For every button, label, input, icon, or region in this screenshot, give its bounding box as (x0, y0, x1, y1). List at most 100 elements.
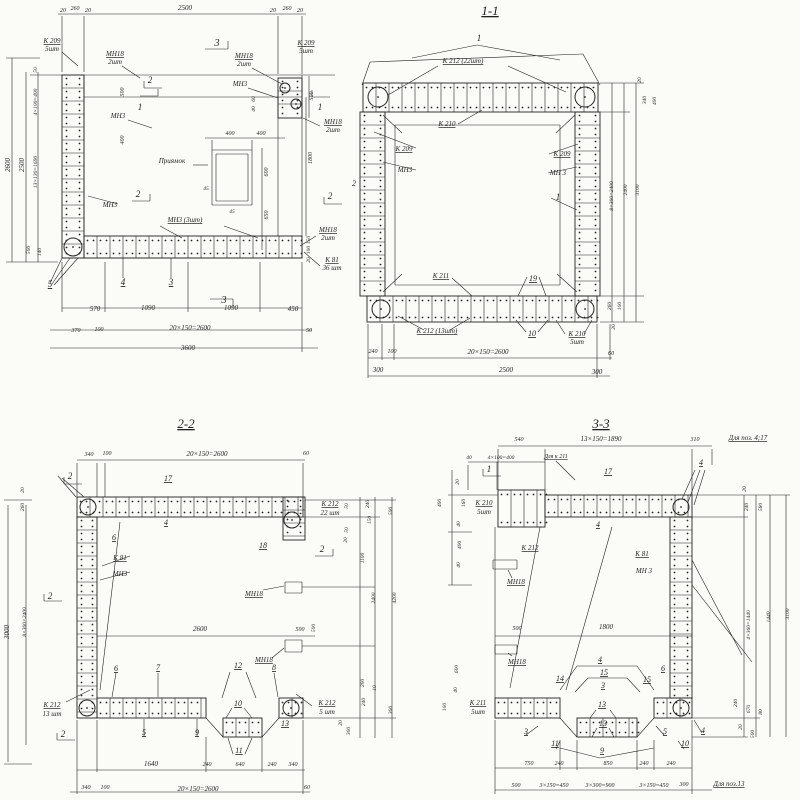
rebar-dot (529, 712, 532, 715)
rebar-dot (686, 519, 689, 522)
rebar-dot (547, 106, 550, 109)
dim-label: 20 (306, 257, 312, 263)
rebar-dot (99, 252, 102, 255)
dim-label: 36 шт (321, 264, 341, 272)
rebar-dot (486, 299, 489, 302)
callout: 8 (272, 663, 276, 672)
callout: 17 (164, 474, 173, 483)
rebar-dot (503, 712, 506, 715)
rebar-dot (80, 707, 83, 710)
rebar-mark: К 211 (469, 699, 486, 707)
rebar-dot (573, 106, 576, 109)
rebar-dot (513, 493, 516, 496)
stirrup-band (494, 697, 561, 719)
rebar-dot (625, 498, 628, 501)
callout: 4 (164, 518, 168, 527)
section-marker: 3 (214, 38, 220, 49)
rebar-dot (557, 316, 560, 319)
rebar-dot (111, 500, 114, 503)
rebar-dot (78, 174, 81, 177)
rebar-dot (673, 603, 676, 606)
rebar-dot (363, 289, 366, 292)
rebar-dot (144, 252, 147, 255)
rebar-dot (222, 252, 225, 255)
rebar-dot (281, 86, 284, 89)
callout: 9 (195, 728, 199, 737)
rebar-dot (673, 564, 676, 567)
rebar-mark: МН18 (105, 50, 124, 58)
rebar-mark: МН18 (234, 52, 253, 60)
rebar-dot (242, 239, 245, 242)
rebar-dot (80, 642, 83, 645)
rebar-dot (85, 511, 88, 514)
rebar-dot (540, 106, 543, 109)
dim-label: 260 (283, 6, 292, 12)
rebar-dot (379, 192, 382, 195)
dim-label: 20 (338, 720, 344, 726)
rebar-dot (363, 276, 366, 279)
rebar-dot (475, 106, 478, 109)
rebar-dot (296, 86, 299, 89)
callout: 9 (600, 746, 604, 755)
rebar-mark: К 211 (432, 272, 449, 280)
drawing-line (691, 584, 753, 663)
rebar-dot (519, 493, 522, 496)
rebar-dot (379, 250, 382, 253)
rebar-dot (404, 86, 407, 89)
rebar-dot (124, 500, 127, 503)
dim-label: 500 (750, 730, 756, 739)
rebar-dot (281, 80, 284, 83)
rebar-dot (138, 239, 141, 242)
rebar-dot (379, 166, 382, 169)
rebar-dot (618, 498, 621, 501)
drawing-line (691, 559, 743, 656)
rebar-dot (92, 239, 95, 242)
corner-bar-ring (79, 498, 97, 516)
drawing-line (361, 61, 371, 86)
rebar-dot (151, 701, 154, 704)
rebar-dot (466, 299, 469, 302)
rebar-dot (261, 239, 264, 242)
rebar-dot (542, 712, 545, 715)
rebar-dot (686, 636, 689, 639)
rebar-dot (98, 511, 101, 514)
dim-label: 50 (344, 503, 350, 509)
rebar-mark: К 212 (13шт) (416, 327, 458, 335)
rebar-dot (594, 263, 597, 266)
rebar-dot (579, 731, 582, 734)
rebar-dot (677, 511, 680, 514)
drawing-line (299, 235, 317, 247)
rebar-dot (686, 558, 689, 561)
rebar-dot (78, 194, 81, 197)
rebar-dot (594, 231, 597, 234)
dim-label: 100 (442, 703, 448, 712)
dim-label: 40 (455, 521, 462, 527)
rebar-dot (531, 299, 534, 302)
rebar-dot (686, 584, 689, 587)
dim-label: 40 (250, 106, 257, 112)
rebar-dot (611, 721, 614, 724)
dim-label: 60 (304, 785, 310, 791)
rebar-dot (254, 500, 257, 503)
stirrup-band (83, 235, 303, 259)
rebar-dot (612, 511, 615, 514)
dim-label: 5шт (299, 47, 313, 55)
rebar-dot (248, 500, 251, 503)
rebar-dot (578, 205, 581, 208)
rebar-dot (118, 239, 121, 242)
drawing-line (636, 717, 655, 738)
rebar-dot (363, 179, 366, 182)
rebar-dot (430, 106, 433, 109)
rebar-dot (549, 712, 552, 715)
pit-label: Приямок (158, 157, 186, 165)
rebar-dot (363, 198, 366, 201)
rebar-dot (686, 642, 689, 645)
rebar-dot (80, 538, 83, 541)
rebar-dot (456, 106, 459, 109)
rebar-dot (592, 498, 595, 501)
rebar-dot (401, 316, 404, 319)
dim-label: 340 (288, 761, 298, 768)
rebar-dot (105, 500, 108, 503)
drawing-line (550, 197, 578, 211)
rebar-dot (287, 712, 290, 715)
